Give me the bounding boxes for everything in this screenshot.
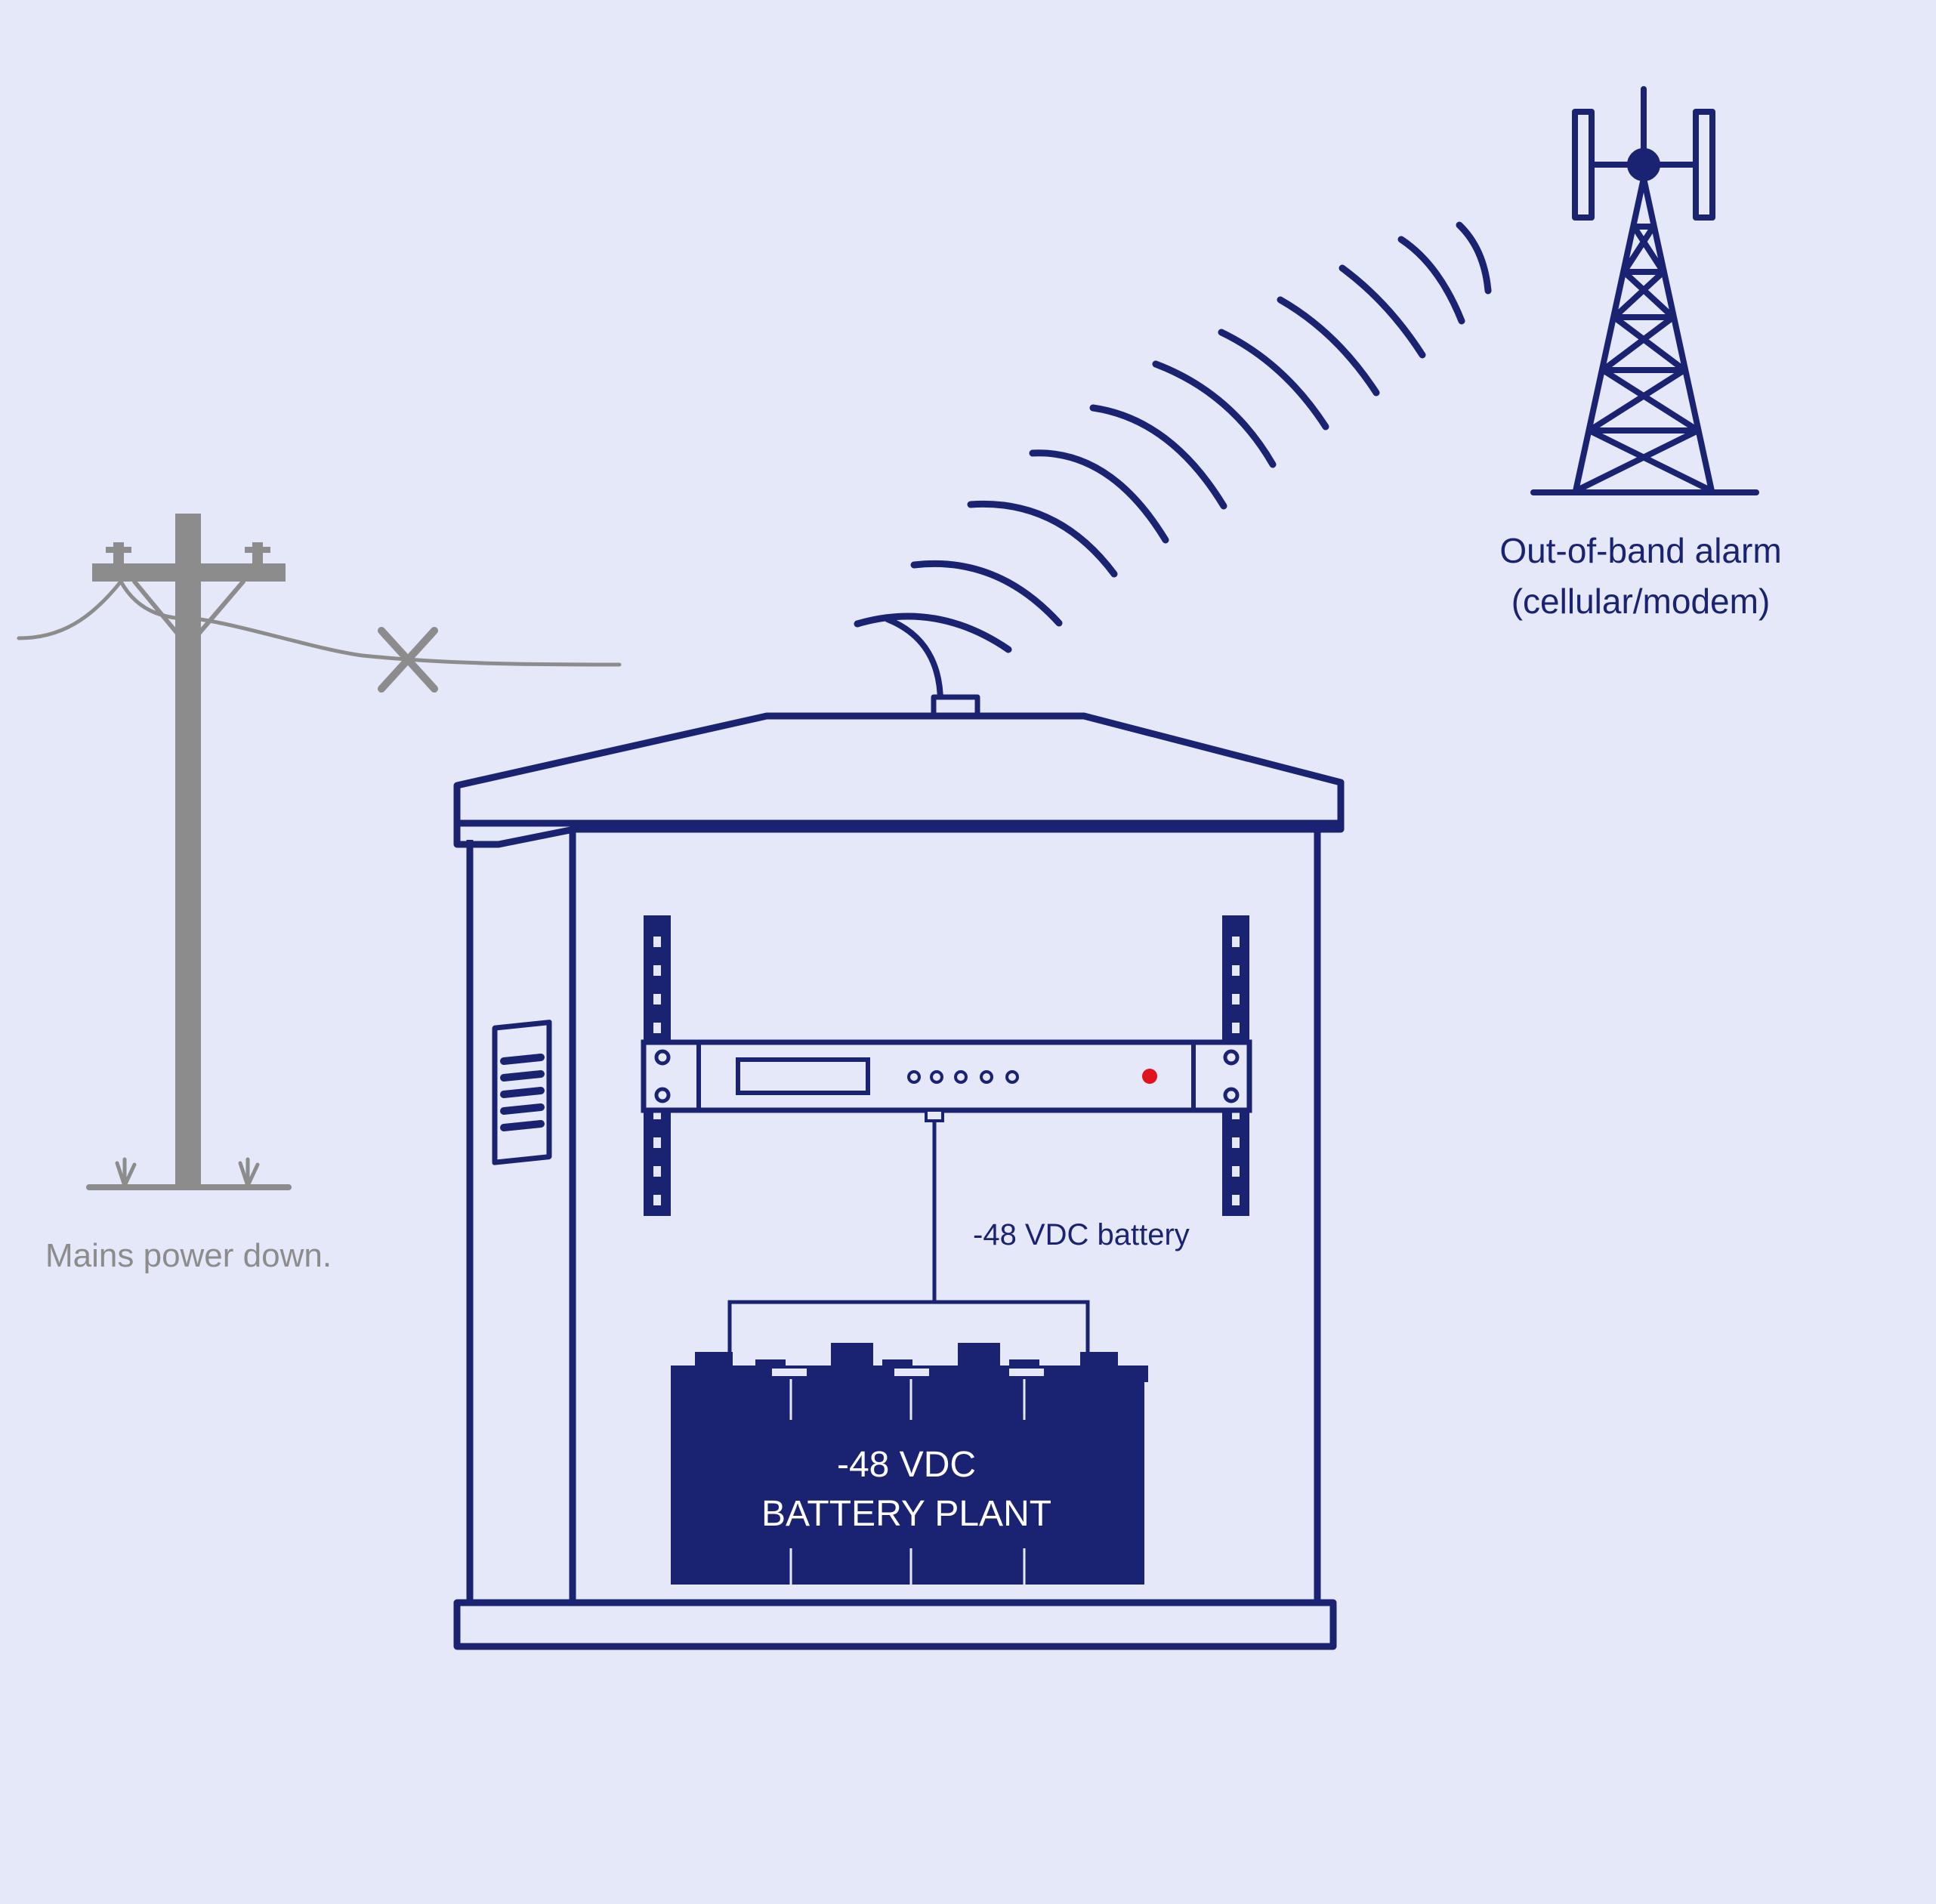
rack-alarm-unit-icon: [641, 1039, 1252, 1122]
battery-plant-icon: -48 VDC BATTERY PLANT: [671, 1343, 1148, 1585]
battery-plant-label-line1: -48 VDC: [837, 1445, 976, 1485]
device-buttons: [907, 1070, 1019, 1084]
utility-pole-icon: [17, 514, 622, 1190]
mains-power-label: Mains power down.: [45, 1237, 332, 1274]
battery-wire-label: -48 VDC battery: [973, 1218, 1190, 1251]
device-display: [736, 1057, 870, 1095]
battery-plant-label-line2: BATTERY PLANT: [761, 1494, 1051, 1534]
alarm-label-line1: Out-of-band alarm: [1499, 531, 1781, 570]
alarm-label-line2: (cellular/modem): [1511, 582, 1771, 621]
cell-tower-icon: [1530, 86, 1759, 495]
battery-wiring: [727, 1121, 1090, 1352]
line-break-x-icon: [378, 627, 438, 693]
equipment-cabinet-icon: [453, 616, 1345, 1650]
radio-signal-icon: [854, 221, 1492, 653]
alarm-led-icon: [1142, 1069, 1157, 1084]
